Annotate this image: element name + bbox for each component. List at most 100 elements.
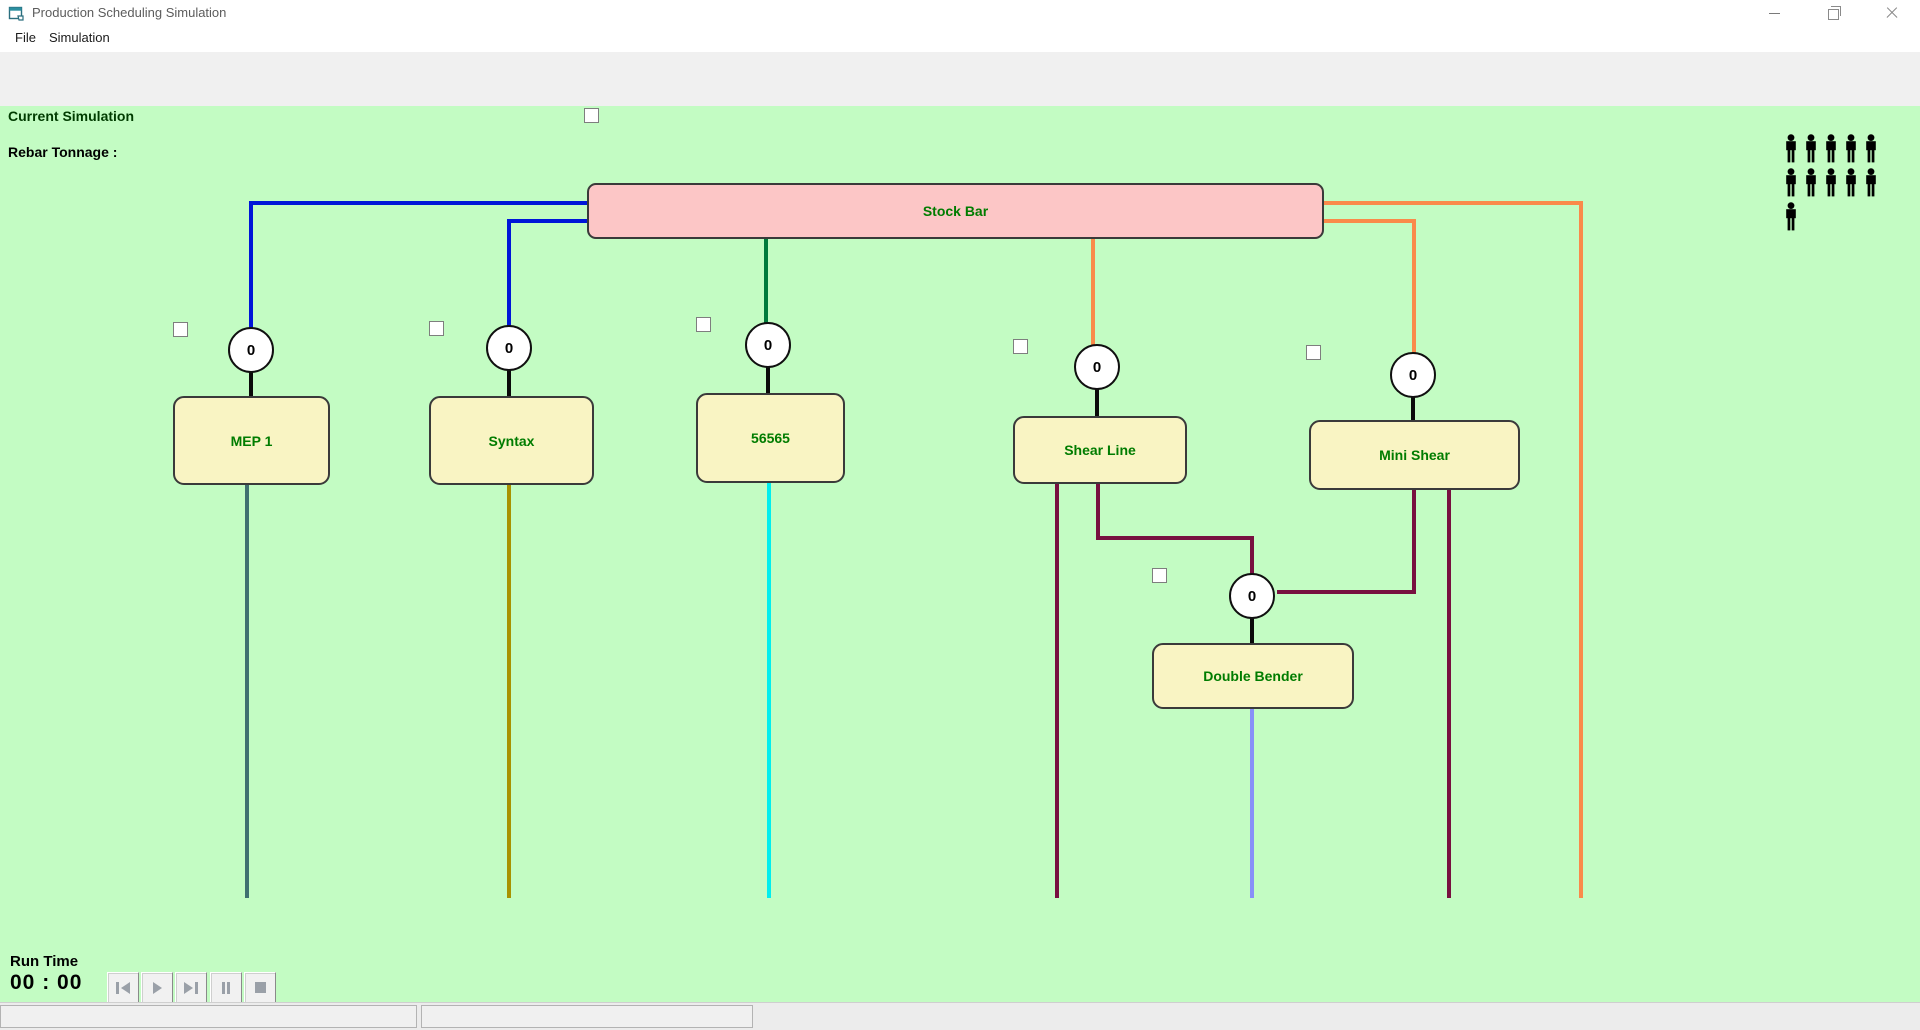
pause-button[interactable] [210, 972, 242, 1003]
person-icon[interactable] [1863, 168, 1879, 197]
play-button[interactable] [141, 972, 173, 1003]
skip-to-start-icon [116, 981, 119, 994]
syntax-checkbox[interactable] [429, 321, 444, 336]
machine-label: Shear Line [1064, 442, 1136, 458]
person-icon[interactable] [1823, 134, 1839, 163]
queue-counter-mini: 0 [1390, 352, 1436, 398]
mini-shear-checkbox[interactable] [1306, 345, 1321, 360]
person-icon[interactable] [1823, 168, 1839, 197]
person-icon[interactable] [1843, 134, 1859, 163]
machine-node-double-bender[interactable]: Double Bender [1152, 643, 1354, 709]
output-line-maroon-shear-left [1055, 480, 1059, 898]
output-line-olive-syntax [507, 481, 511, 898]
connector-mep1 [249, 371, 253, 397]
skip-to-end-icon [195, 981, 198, 994]
machine-label: Double Bender [1203, 668, 1303, 684]
line-orange-right-vertical [1579, 201, 1583, 898]
feed-line-orange-right [1320, 201, 1583, 205]
person-icon[interactable] [1783, 168, 1799, 197]
window-title: Production Scheduling Simulation [32, 5, 227, 20]
stop-icon [254, 982, 266, 993]
stock-bar-checkbox[interactable] [584, 108, 599, 123]
simulation-canvas: Current Simulation Rebar Tonnage : [0, 106, 1920, 1002]
feed-line-orange-mini [1412, 219, 1416, 354]
queue-counter-mep1: 0 [228, 327, 274, 373]
connector-mini [1411, 396, 1415, 421]
pause-icon [227, 981, 230, 994]
app-icon [8, 6, 24, 21]
skip-to-end-button[interactable] [175, 972, 207, 1003]
pause-icon [222, 981, 225, 994]
status-bar [0, 1002, 1920, 1030]
skip-to-end-icon [184, 981, 193, 994]
menu-file[interactable]: File [15, 30, 36, 45]
output-line-maroon-mini-right [1447, 486, 1451, 898]
double-bender-checkbox[interactable] [1152, 568, 1167, 583]
rebar-tonnage-label: Rebar Tonnage : [8, 144, 118, 160]
connector-56565 [766, 366, 770, 394]
shear-line-checkbox[interactable] [1013, 339, 1028, 354]
skip-to-start-icon [121, 981, 130, 994]
stop-button[interactable] [244, 972, 276, 1003]
line-maroon-mini-to-double [1412, 486, 1416, 594]
play-icon [152, 981, 162, 994]
line-maroon-mini-to-double [1277, 590, 1416, 594]
line-maroon-shear-to-double [1096, 480, 1100, 540]
person-icon[interactable] [1783, 134, 1799, 163]
machine-label: 56565 [751, 430, 790, 446]
machine-label: Syntax [488, 432, 535, 449]
minimize-button[interactable] [1751, 0, 1797, 26]
queue-counter-shear: 0 [1074, 344, 1120, 390]
output-line-teal-mep1 [245, 481, 249, 898]
skip-to-start-button[interactable] [107, 972, 139, 1003]
machine-node-mini-shear[interactable]: Mini Shear [1309, 420, 1520, 490]
workers-grid [1783, 134, 1879, 236]
close-button[interactable] [1869, 0, 1915, 26]
toolbar [0, 52, 1920, 150]
person-icon[interactable] [1803, 168, 1819, 197]
feed-line-blue-mep1 [249, 201, 253, 329]
machine-node-shear-line[interactable]: Shear Line [1013, 416, 1187, 484]
menu-simulation[interactable]: Simulation [49, 30, 110, 45]
minimize-icon [1768, 12, 1780, 14]
menu-bar: File Simulation [0, 26, 1920, 52]
output-line-cyan-56565 [767, 479, 771, 898]
line-maroon-shear-to-double [1096, 536, 1254, 540]
close-icon [1886, 7, 1898, 19]
person-icon[interactable] [1783, 202, 1799, 231]
connector-syntax [507, 369, 511, 397]
queue-counter-56565: 0 [745, 322, 791, 368]
title-bar: Production Scheduling Simulation [0, 0, 1920, 26]
feed-line-orange-mini [1320, 219, 1416, 223]
machine-node-syntax[interactable]: Syntax [429, 396, 594, 485]
line-maroon-shear-to-double [1250, 536, 1254, 575]
run-time-value: 00 : 00 [10, 971, 83, 994]
feed-line-blue-syntax [509, 219, 587, 223]
person-icon[interactable] [1843, 168, 1859, 197]
queue-counter-double: 0 [1229, 573, 1275, 619]
status-panel-2 [421, 1005, 753, 1028]
stock-bar-label: Stock Bar [922, 203, 989, 219]
56565-checkbox[interactable] [696, 317, 711, 332]
status-panel-1 [0, 1005, 417, 1028]
machine-label: Mini Shear [1379, 447, 1450, 463]
connector-shear [1095, 388, 1099, 417]
machine-node-mep1[interactable]: MEP 1 [173, 396, 330, 485]
run-time-label: Run Time [10, 953, 79, 970]
person-icon[interactable] [1803, 134, 1819, 163]
machine-node-56565[interactable]: 56565 [696, 393, 845, 483]
machine-label: MEP 1 [230, 432, 273, 449]
connector-double [1250, 617, 1254, 644]
canvas-heading: Current Simulation [8, 108, 135, 124]
feed-line-blue-mep1 [251, 201, 587, 205]
feed-line-green-56565 [764, 235, 768, 324]
restore-button[interactable] [1810, 0, 1856, 26]
stock-bar-node[interactable]: Stock Bar [587, 183, 1324, 239]
queue-counter-syntax: 0 [486, 325, 532, 371]
output-line-periwinkle-double [1250, 705, 1254, 898]
person-icon[interactable] [1863, 134, 1879, 163]
mep1-checkbox[interactable] [173, 322, 188, 337]
feed-line-orange-shear [1091, 235, 1095, 346]
restore-icon [1827, 5, 1841, 20]
